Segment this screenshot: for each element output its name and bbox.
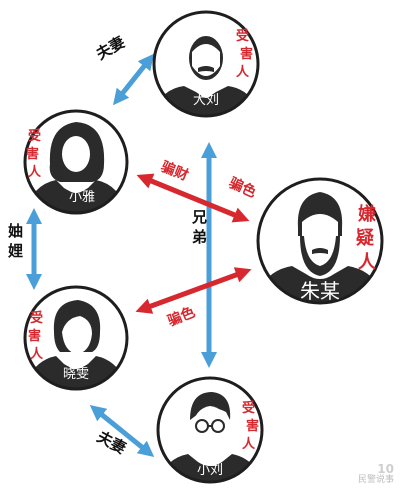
zhumou-role-char-1: 嫌	[358, 203, 376, 225]
daliu-role-char-2: 害	[240, 46, 253, 62]
daliu-role-char-1: 受	[236, 28, 249, 44]
watermark-badge: 10	[377, 462, 394, 476]
zhumou-role-char-2: 疑	[356, 228, 374, 249]
xiaoliu-role-char-1: 受	[242, 400, 255, 416]
daliu-silhouette-icon	[154, 86, 258, 116]
xiaoliu-role-char-3: 人	[242, 436, 256, 452]
xiaoya-role-char-1: 受	[28, 128, 41, 144]
person-xiaowen: 晓雯 受 害 人	[23, 285, 129, 391]
xiaowen-silhouette-icon	[25, 356, 127, 389]
scam-lower-arrow	[135, 267, 252, 314]
xiaowen-name: 晓雯	[63, 367, 89, 382]
xiaowen-role: 受 害 人	[28, 310, 44, 362]
zhumou-role-char-3: 人	[358, 252, 377, 273]
brothers-label: 兄弟	[191, 208, 207, 246]
sisters-in-law-label: 妯娌	[8, 222, 23, 260]
watermark: 10 民警说事	[358, 463, 394, 486]
bottom-spouse-arrow	[89, 404, 155, 458]
person-daliu: 大刘 受 害 人	[152, 10, 260, 118]
person-zhumou: 朱某 嫌 疑 人	[256, 177, 384, 305]
xiaoliu-silhouette-icon	[158, 454, 262, 482]
relation-arrows	[25, 53, 252, 458]
xiaoya-role-char-2: 害	[26, 146, 39, 162]
scam-money-label: 骗财	[159, 158, 191, 184]
zhumou-name: 朱某	[300, 279, 340, 303]
xiaoya-silhouette-icon	[25, 180, 127, 213]
top-spouse-arrow	[113, 53, 154, 106]
daliu-role-char-3: 人	[236, 64, 250, 80]
person-xiaoliu: 小刘 受 害 人	[156, 376, 264, 484]
xiaoliu-role-char-2: 害	[246, 418, 259, 434]
scam-upper-arrow	[136, 173, 250, 223]
zhumou-role: 嫌 疑 人	[356, 203, 377, 273]
scam-sex-bottom-label: 骗色	[165, 303, 197, 329]
scam-sex-top-label: 骗色	[226, 174, 258, 201]
top-spouse-label: 夫妻	[93, 33, 128, 64]
xiaoliu-role: 受 害 人	[242, 400, 259, 452]
xiaoliu-name: 小刘	[197, 463, 223, 478]
daliu-name: 大刘	[193, 93, 219, 108]
xiaowen-role-char-1: 受	[30, 310, 43, 326]
xiaoya-name: 小雅	[69, 190, 95, 205]
watermark-text: 民警说事	[357, 475, 394, 485]
xiaowen-role-char-3: 人	[30, 346, 44, 362]
xiaoya-role-char-3: 人	[28, 164, 42, 180]
xiaoya-role: 受 害 人	[26, 128, 42, 180]
person-xiaoya: 小雅 受 害 人	[23, 109, 129, 215]
xiaowen-role-char-2: 害	[28, 328, 41, 344]
daliu-role: 受 害 人	[236, 28, 253, 80]
zhumou-silhouette-icon	[258, 266, 382, 303]
